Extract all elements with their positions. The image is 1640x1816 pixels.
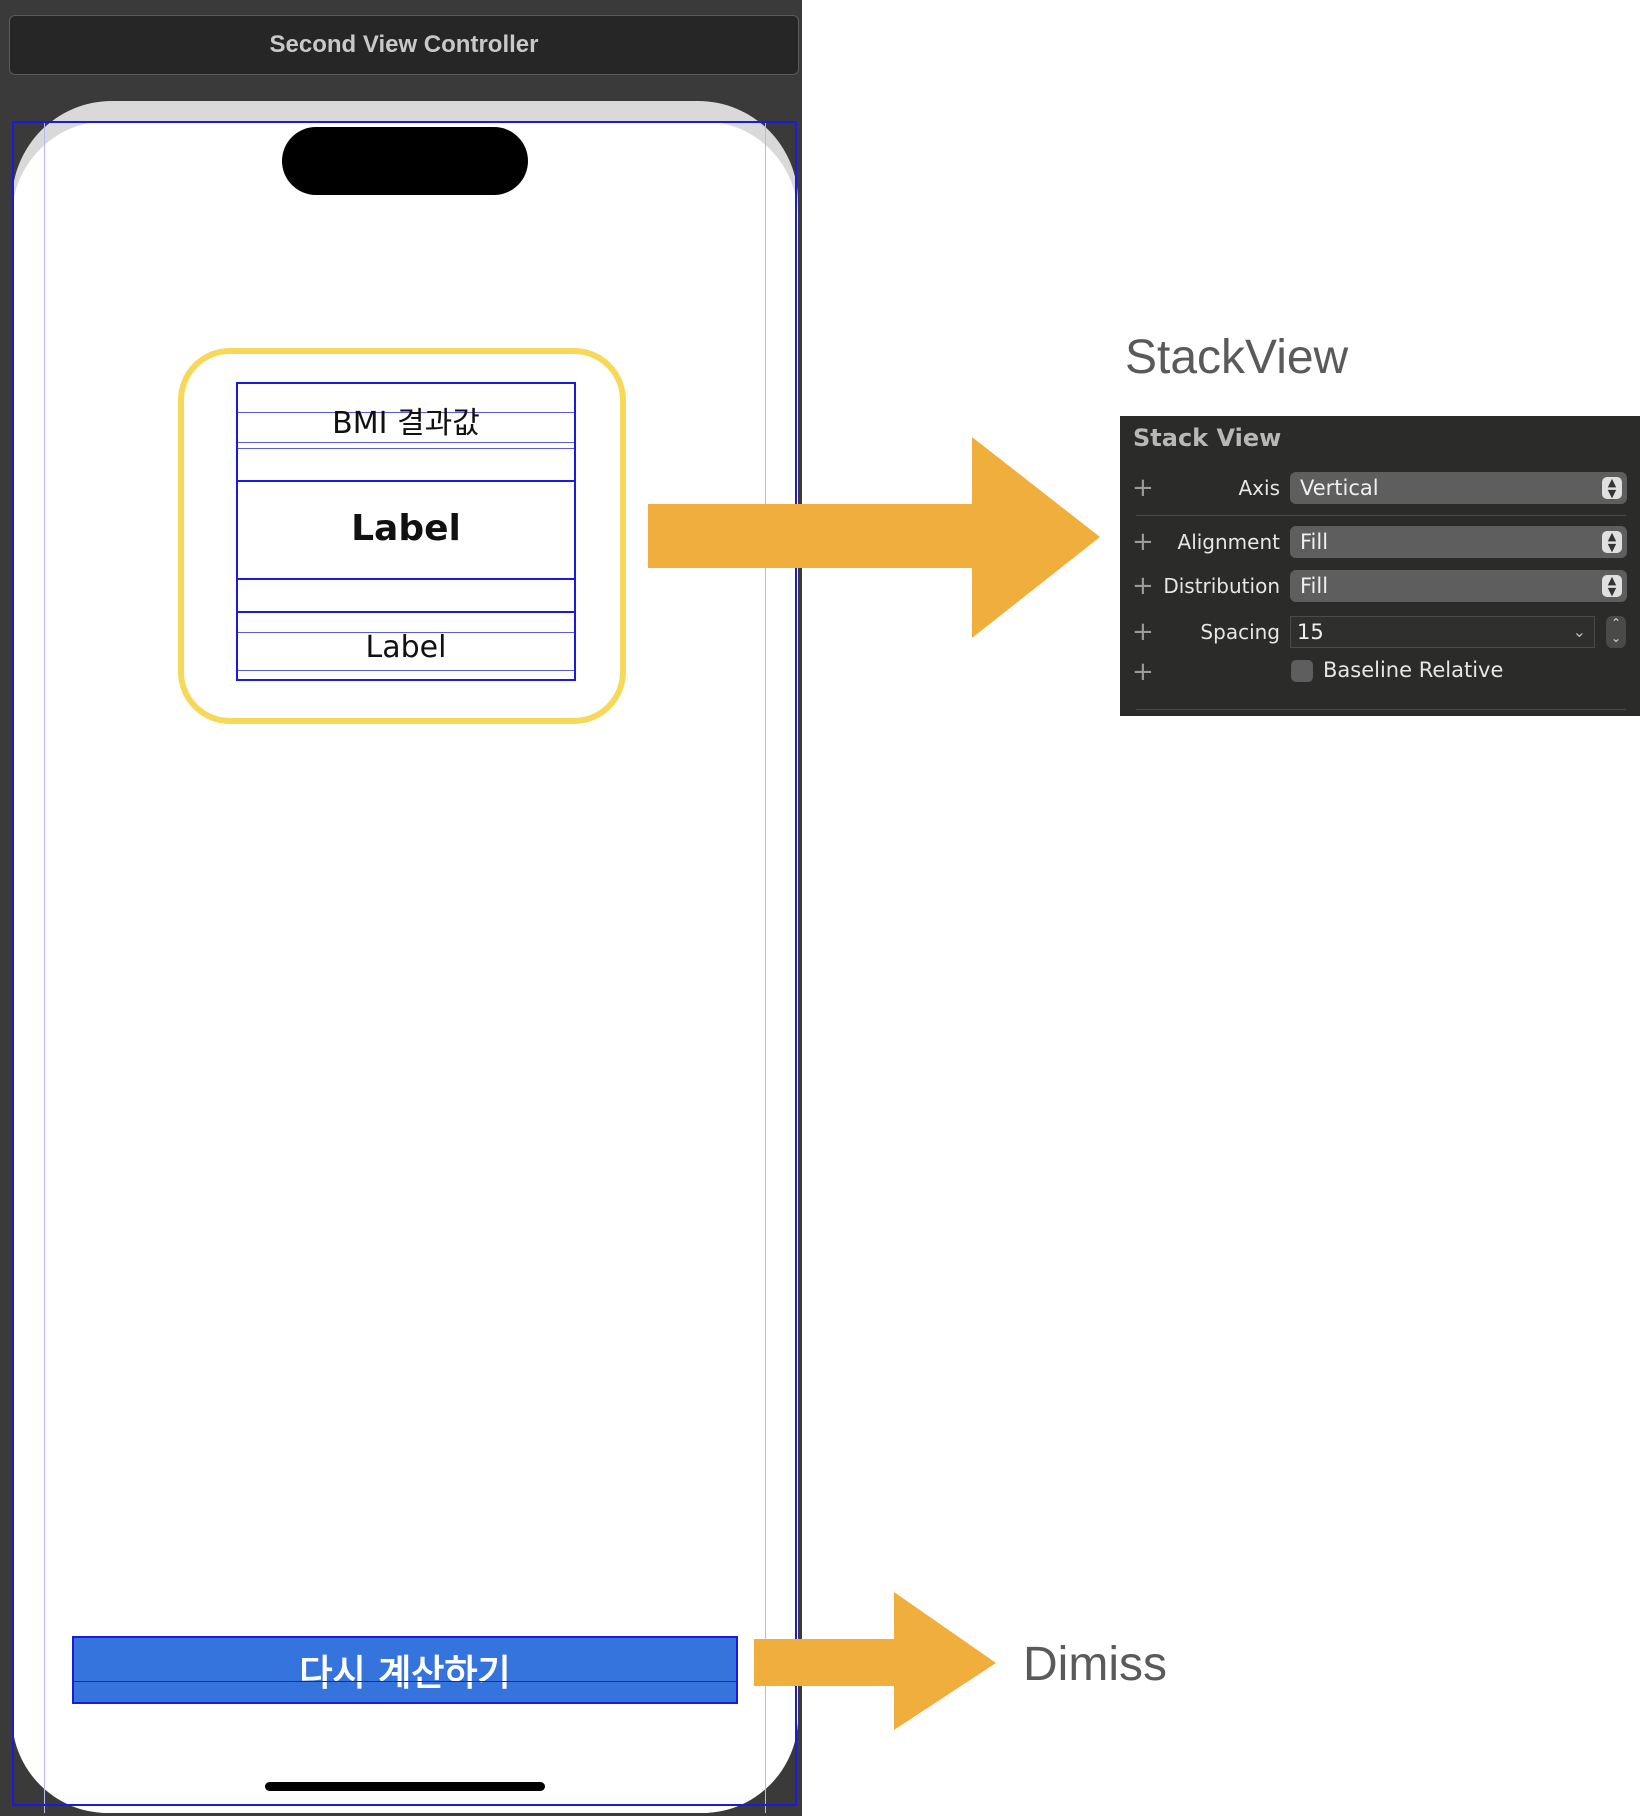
plus-icon[interactable]: + — [1132, 617, 1154, 647]
plus-icon[interactable]: + — [1132, 473, 1154, 503]
arrow-right-icon — [754, 1592, 996, 1730]
alignment-popup[interactable]: Fill ▲▼ — [1290, 526, 1627, 558]
guide-line — [238, 670, 574, 671]
stack-view-inspector: Stack View + Axis Vertical ▲▼ + Alignmen… — [1120, 416, 1640, 716]
bmi-value-frame — [236, 480, 576, 580]
plus-icon[interactable]: + — [1132, 571, 1154, 601]
axis-value: Vertical — [1300, 476, 1379, 500]
axis-label: Axis — [1238, 476, 1281, 500]
plus-icon[interactable]: + — [1132, 527, 1154, 557]
stackview-highlight — [178, 348, 626, 724]
guide-line — [238, 412, 574, 413]
arrow-right-icon — [648, 437, 1100, 638]
baseline-relative-label: Baseline Relative — [1323, 658, 1504, 682]
distribution-label: Distribution — [1163, 574, 1280, 598]
leading-layout-margin — [44, 121, 45, 1813]
spacing-row: + Spacing 15 ⌄ ⌃⌄ — [1120, 616, 1640, 656]
popup-chevrons-icon: ▲▼ — [1602, 575, 1622, 597]
spacing-stepper[interactable]: ⌃⌄ — [1606, 616, 1626, 648]
device-screen[interactable] — [12, 121, 798, 1813]
distribution-row: + Distribution Fill ▲▼ — [1120, 570, 1640, 610]
recalculate-button[interactable]: 다시 계산하기 — [72, 1636, 738, 1704]
plus-icon[interactable]: + — [1132, 657, 1154, 687]
guide-line — [238, 448, 574, 449]
divider — [1136, 709, 1626, 710]
bmi-title-label[interactable]: BMI 결과값 — [332, 406, 480, 441]
spacing-field[interactable]: 15 ⌄ — [1290, 616, 1595, 648]
trailing-layout-margin — [765, 121, 766, 1813]
alignment-row: + Alignment Fill ▲▼ — [1120, 526, 1640, 566]
bmi-value-label[interactable]: Label — [351, 508, 461, 549]
advice-label[interactable]: Label — [365, 630, 447, 665]
distribution-value: Fill — [1300, 574, 1329, 598]
alignment-value: Fill — [1300, 530, 1329, 554]
stackview-annotation: StackView — [1125, 331, 1349, 384]
scene-title-bar[interactable]: Second View Controller — [9, 15, 799, 75]
spacing-label: Spacing — [1200, 620, 1280, 644]
guide-line — [238, 632, 574, 633]
spacing-value: 15 — [1297, 620, 1324, 644]
guide-line — [238, 611, 574, 613]
popup-chevrons-icon: ▲▼ — [1602, 477, 1622, 499]
dismiss-annotation: Dimiss — [1023, 1638, 1167, 1691]
divider — [1136, 515, 1626, 516]
stack-view[interactable]: BMI 결과값 Label Label — [236, 382, 576, 681]
baseline-row: + Baseline Relative — [1120, 656, 1640, 696]
axis-popup[interactable]: Vertical ▲▼ — [1290, 472, 1627, 504]
home-indicator — [265, 1782, 545, 1791]
recalculate-button-label: 다시 계산하기 — [299, 1653, 511, 1694]
chevron-down-icon[interactable]: ⌄ — [1572, 622, 1586, 641]
axis-row: + Axis Vertical ▲▼ — [1120, 472, 1640, 512]
popup-chevrons-icon: ▲▼ — [1602, 531, 1622, 553]
guide-line — [72, 1681, 738, 1682]
dynamic-island — [282, 127, 528, 195]
alignment-label: Alignment — [1177, 530, 1280, 554]
guide-line — [238, 442, 574, 443]
scene-title: Second View Controller — [269, 31, 539, 58]
inspector-header: Stack View — [1133, 424, 1282, 452]
baseline-relative-checkbox[interactable] — [1291, 660, 1313, 682]
distribution-popup[interactable]: Fill ▲▼ — [1290, 570, 1627, 602]
